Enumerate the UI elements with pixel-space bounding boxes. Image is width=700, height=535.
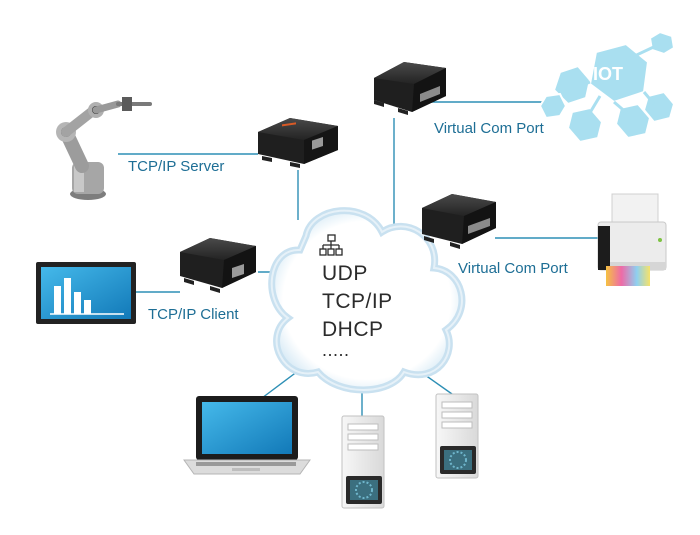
monitor-chart-icon <box>36 262 136 324</box>
vcom-mid-device-icon <box>422 194 496 249</box>
server-tower-icon <box>435 393 479 479</box>
network-cloud <box>268 207 466 394</box>
protocol-udp: UDP <box>322 262 368 285</box>
protocol-more: ..... <box>322 340 350 360</box>
tcp-server-device-icon <box>258 118 338 168</box>
vcom-mid-label: Virtual Com Port <box>458 260 568 277</box>
vcom-top-label: Virtual Com Port <box>434 120 544 137</box>
tcp-server-label: TCP/IP Server <box>128 158 225 175</box>
iot-hexagon-icon <box>538 30 676 144</box>
protocol-tcpip: TCP/IP <box>322 290 393 313</box>
iot-label: IOT <box>593 64 623 84</box>
vcom-top-device-icon <box>374 62 446 115</box>
laptop-icon <box>183 396 311 475</box>
server-tower-icon <box>341 415 385 509</box>
tcp-client-device-icon <box>180 238 256 293</box>
printer-icon <box>597 193 667 286</box>
robot-arm-icon <box>56 97 152 200</box>
tcp-client-label: TCP/IP Client <box>148 306 239 323</box>
network-topology-icon <box>319 234 343 256</box>
protocol-dhcp: DHCP <box>322 318 384 341</box>
